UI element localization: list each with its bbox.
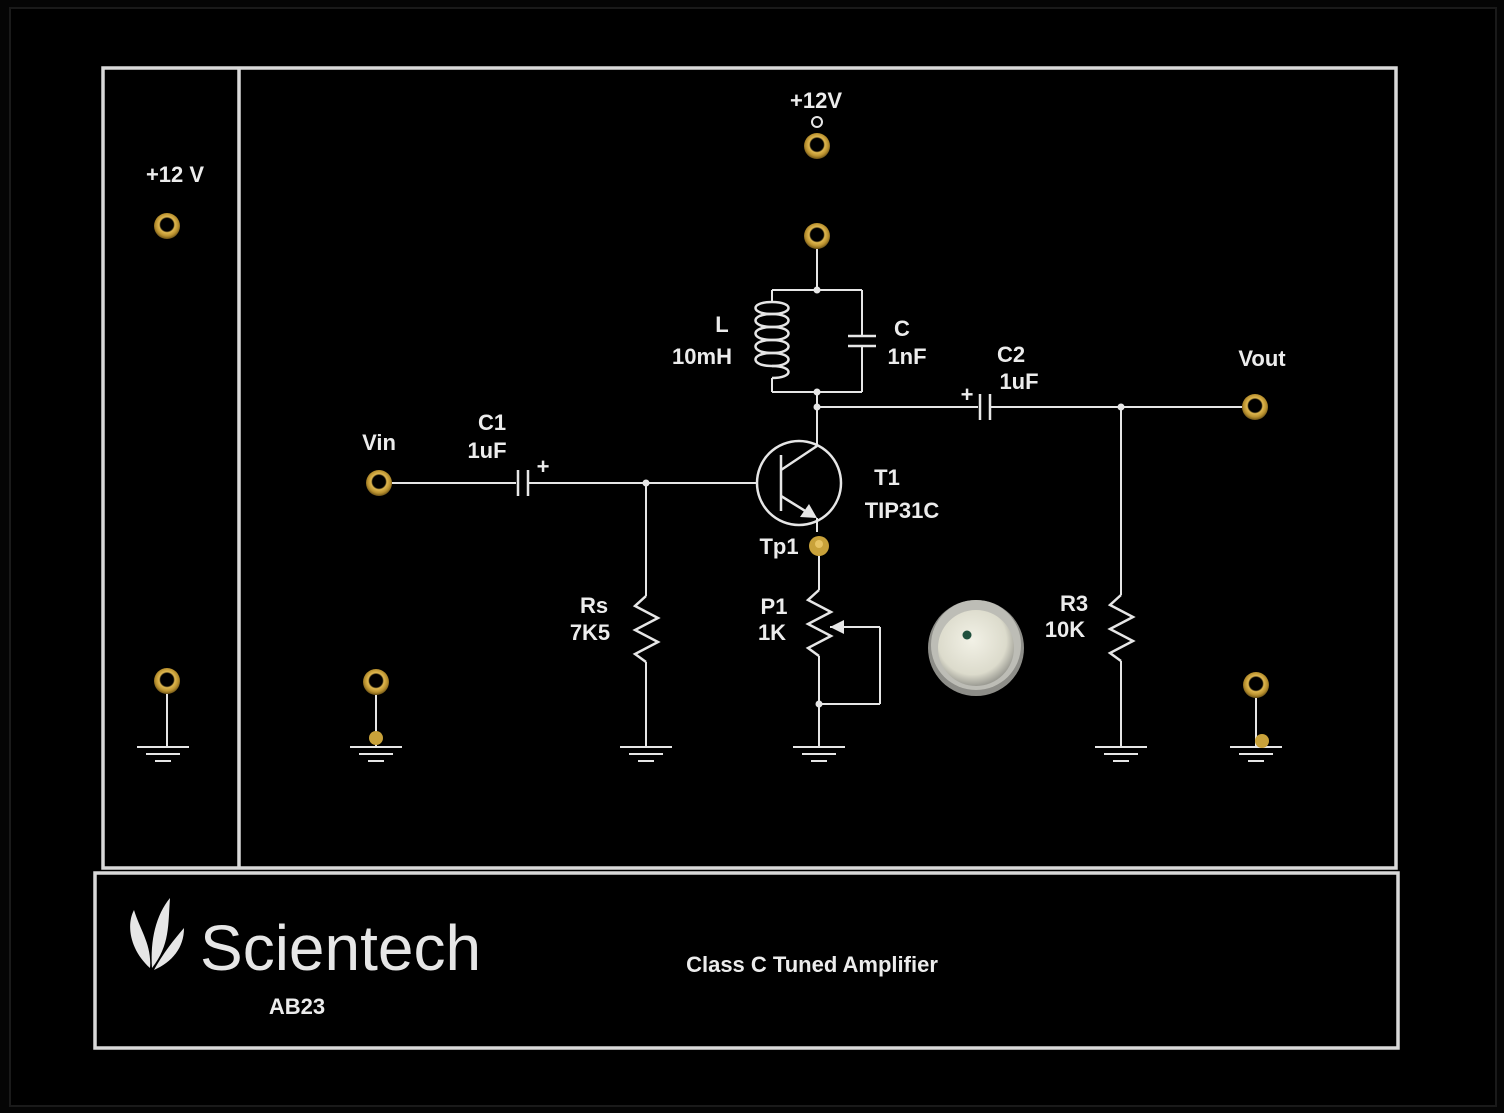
output-label: Vout — [1238, 346, 1286, 371]
supply-terminal-icon — [811, 116, 823, 128]
input-socket[interactable] — [366, 470, 392, 496]
c2-name: C2 — [997, 342, 1025, 367]
tank-capacitor-value: 1nF — [887, 344, 926, 369]
collector-socket[interactable] — [804, 223, 830, 249]
power-socket-12v[interactable] — [154, 213, 180, 239]
inductor-name: L — [715, 312, 728, 337]
power-ground-socket[interactable] — [154, 668, 180, 694]
transistor-value: TIP31C — [865, 498, 940, 523]
c2-value: 1uF — [999, 369, 1038, 394]
power-supply-label: +12 V — [146, 162, 204, 187]
c1-name: C1 — [478, 410, 506, 435]
input-ground-socket[interactable] — [363, 669, 389, 695]
transistor-symbol — [755, 439, 843, 532]
inductor-symbol — [754, 300, 790, 380]
testpoint-label: Tp1 — [759, 534, 798, 559]
tank-capacitor-symbol — [848, 334, 876, 348]
potentiometer-symbol — [793, 556, 881, 762]
supply-socket[interactable] — [804, 133, 830, 159]
input-label: Vin — [362, 430, 396, 455]
ground-symbol — [137, 694, 189, 762]
output-ground-socket[interactable] — [1243, 672, 1269, 698]
potentiometer-knob[interactable] — [928, 600, 1024, 696]
brand-logo-icon — [130, 898, 184, 970]
potentiometer-value: 1K — [758, 620, 786, 645]
output-socket[interactable] — [1242, 394, 1268, 420]
supply-label-main: +12V — [790, 88, 842, 113]
rs-name: Rs — [580, 593, 608, 618]
brand-name: Scientech — [200, 912, 481, 984]
circuit-frame — [101, 66, 1398, 870]
tank-capacitor-name: C — [894, 316, 910, 341]
knob-indicator-dot — [962, 630, 972, 640]
transistor-name: T1 — [874, 465, 900, 490]
c1-value: 1uF — [467, 438, 506, 463]
tank-circuit-wiring — [771, 249, 863, 446]
board-title: Class C Tuned Amplifier — [686, 952, 938, 977]
c1-polarity: + — [537, 454, 550, 479]
rs-value: 7K5 — [570, 620, 610, 645]
model-number: AB23 — [269, 994, 325, 1019]
title-panel-frame — [93, 871, 1400, 1050]
ground-symbol — [1230, 698, 1282, 762]
r3-name: R3 — [1060, 591, 1088, 616]
ground-symbol — [350, 695, 402, 762]
potentiometer-name: P1 — [761, 594, 788, 619]
c2-polarity: + — [961, 382, 974, 407]
testpoint-socket[interactable] — [809, 536, 829, 556]
inductor-value: 10mH — [672, 344, 732, 369]
r3-value: 10K — [1045, 617, 1085, 642]
output-wiring — [817, 394, 1242, 762]
input-wiring — [392, 470, 757, 762]
